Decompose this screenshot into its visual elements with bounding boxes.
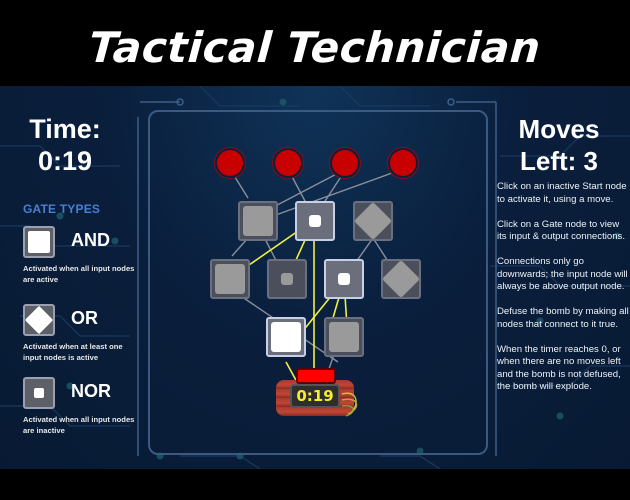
gate-node-nor-selected[interactable] (324, 259, 364, 299)
bomb-detonator-cap (296, 368, 336, 384)
nor-gate-icon (23, 377, 55, 409)
bottom-bar (0, 469, 630, 500)
gate-type-name: OR (71, 308, 98, 328)
bomb: 0:19 (276, 368, 366, 426)
game-title: Tactical Technician (87, 22, 543, 72)
left-panel: Time: 0:19 GATE TYPES AND Activated when… (0, 86, 135, 469)
time-value: 0:19 (37, 146, 93, 176)
gate-node-or[interactable] (353, 201, 393, 241)
gate-node-nor[interactable] (267, 259, 307, 299)
bomb-timer: 0:19 (290, 384, 340, 408)
start-node-3[interactable] (332, 150, 358, 176)
gate-type-description: Activated when all input nodes are inact… (23, 415, 135, 435)
gate-type-description: Activated when at least one input nodes … (23, 342, 123, 362)
gate-node-and[interactable] (324, 317, 364, 357)
game-board: 0:19 (148, 110, 488, 455)
instruction-text: Connections only go downwards; the input… (497, 256, 628, 292)
gate-node-and[interactable] (210, 259, 250, 299)
gate-node-and[interactable] (238, 201, 278, 241)
start-node-1[interactable] (217, 150, 243, 176)
circuit-background (0, 86, 630, 469)
bomb-wires-icon (342, 392, 358, 417)
gate-node-or[interactable] (381, 259, 421, 299)
gate-node-nor-selected[interactable] (295, 201, 335, 241)
gate-types-heading: GATE TYPES (23, 202, 101, 216)
or-gate-icon (23, 304, 55, 336)
instruction-text: Defuse the bomb by making all nodes that… (497, 306, 629, 330)
instruction-text: Click on an inactive Start node to activ… (497, 181, 627, 205)
start-node-2[interactable] (275, 150, 301, 176)
and-gate-icon (23, 226, 55, 258)
moves-label: Moves (518, 114, 600, 144)
gate-type-name: AND (71, 230, 110, 250)
instruction-text: When the timer reaches 0, or when there … (497, 343, 621, 393)
game-area: Time: 0:19 GATE TYPES AND Activated when… (0, 86, 630, 469)
instruction-text: Click on a Gate node to view its input &… (497, 218, 625, 243)
board-frame (148, 110, 488, 455)
gate-type-description: Activated when all input nodes are activ… (23, 264, 135, 284)
start-node-4[interactable] (390, 150, 416, 176)
instructions: Click on an inactive Start node to activ… (497, 181, 629, 406)
right-panel: Moves Left: 3 Click on an inactive Start… (488, 86, 630, 469)
gate-node-and-on[interactable] (266, 317, 306, 357)
gate-type-name: NOR (71, 381, 111, 401)
title-bar: Tactical Technician (0, 0, 630, 86)
moves-left-value: Left: 3 (520, 146, 598, 176)
time-label: Time: (29, 114, 101, 144)
